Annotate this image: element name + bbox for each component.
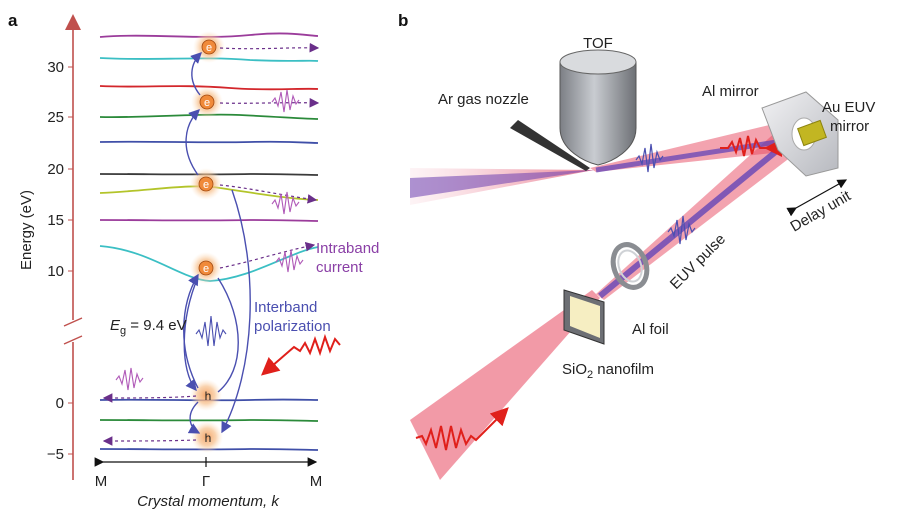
tick-30: 30 — [47, 59, 64, 76]
pump-pulse — [260, 333, 341, 376]
band-4 — [99, 113, 319, 120]
tof-detector — [559, 49, 637, 166]
interband-transitions — [183, 52, 251, 434]
tick-0: 0 — [56, 395, 64, 412]
y-ticks: 30 25 20 15 10 0 −5 — [47, 59, 73, 463]
band-6 — [99, 173, 319, 176]
tof-label: TOF — [583, 35, 613, 52]
interband-wavepacket — [195, 315, 227, 347]
al-foil — [610, 242, 650, 290]
sio2-nanofilm — [563, 289, 605, 345]
tick-15: 15 — [47, 212, 64, 229]
panel-b: b TOF Ar gas nozzle Al mirr — [398, 11, 875, 480]
band-10 — [99, 398, 319, 402]
au-mirror-label-1: Au EUV — [822, 99, 875, 116]
mirror-assembly — [761, 91, 839, 177]
panel-b-label: b — [398, 11, 408, 30]
tick-25: 25 — [47, 109, 64, 126]
panel-a-label: a — [8, 11, 18, 30]
band-12 — [99, 448, 319, 451]
intraband-currents — [102, 42, 320, 446]
svg-text:h: h — [205, 389, 212, 403]
y-axis-label: Energy (eV) — [18, 190, 35, 270]
svg-text:e: e — [203, 263, 209, 275]
hole-1: h — [205, 389, 212, 403]
electron-2: e — [199, 94, 215, 110]
panel-a: a Energy (eV) 30 25 20 15 10 0 −5 — [8, 11, 379, 510]
ir-pulse-input — [415, 407, 509, 451]
nozzle-label: Ar gas nozzle — [438, 91, 529, 108]
band-8 — [99, 219, 319, 222]
nanofilm-label: SiO2 nanofilm — [562, 361, 654, 381]
au-mirror-rod — [797, 119, 827, 147]
gas-nozzle — [510, 120, 590, 171]
band-3 — [99, 85, 319, 91]
intraband-wavepackets — [115, 89, 304, 391]
hole-2: h — [205, 431, 212, 445]
x-tick-m-right: M — [310, 473, 323, 490]
band-2 — [99, 57, 319, 62]
svg-text:e: e — [204, 97, 210, 109]
svg-text:e: e — [206, 42, 212, 54]
axis-break — [63, 317, 83, 345]
electron-4: e — [198, 260, 214, 276]
delay-arrow — [786, 179, 848, 217]
euv-beam — [598, 137, 792, 299]
ir-beam-input — [410, 290, 600, 480]
tick-10: 10 — [47, 263, 64, 280]
x-tick-gamma: Γ — [202, 473, 210, 490]
electron-1: e — [201, 39, 217, 55]
au-mirror-label-2: mirror — [830, 118, 869, 135]
tick-minus5: −5 — [47, 446, 64, 463]
al-mirror-label: Al mirror — [702, 83, 759, 100]
intraband-label-2: current — [316, 259, 364, 276]
euv-pulse-packet — [667, 215, 696, 245]
svg-text:h: h — [205, 431, 212, 445]
svg-text:e: e — [203, 179, 209, 191]
interband-label-1: Interband — [254, 299, 317, 316]
tick-20: 20 — [47, 161, 64, 178]
band-1 — [99, 32, 319, 38]
gap-label: Eg = 9.4 eV — [110, 317, 187, 337]
electron-3: e — [198, 176, 214, 192]
x-axis-label: Crystal momentum, k — [137, 493, 280, 510]
x-tick-m-left: M — [95, 473, 108, 490]
intraband-label-1: Intraband — [316, 240, 379, 257]
al-foil-label: Al foil — [632, 321, 669, 338]
band-11 — [99, 419, 319, 422]
band-5 — [99, 140, 319, 144]
interband-label-2: polarization — [254, 318, 331, 335]
ir-pulse-delay — [720, 135, 782, 157]
focus-wavepacket — [635, 143, 664, 173]
